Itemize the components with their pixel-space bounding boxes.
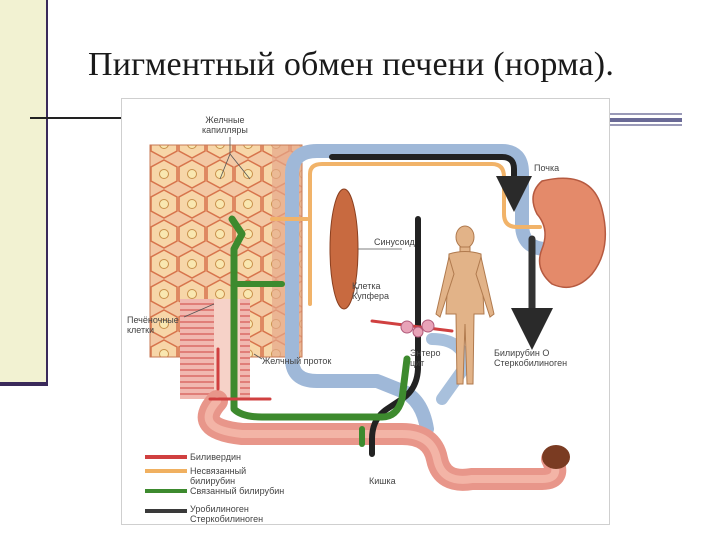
legend-swatch-urobilinogen [145, 509, 187, 513]
leader-lines [183, 137, 402, 360]
label-kidney: Почка [534, 163, 560, 173]
legend-label-biliverdin: Биливердин [190, 452, 241, 462]
legend-label-unbound: Несвязанный билирубин [190, 466, 247, 486]
unbound-bilirubin-path [270, 162, 542, 306]
legend-swatch-biliverdin [145, 455, 187, 459]
bound-bilirubin-path [228, 215, 411, 447]
label-bile-capillaries: Желчные капилляры [202, 115, 248, 135]
legend-label-urobilinogen: Уробилиноген Стеркобилиноген [190, 504, 264, 524]
legend-label-bound: Связанный билирубин [190, 486, 285, 496]
legend-swatches [145, 455, 187, 513]
slide-title: Пигментный обмен печени (норма). [88, 46, 615, 83]
label-liver-cells: Печёночные клетки [127, 315, 179, 335]
label-sinusoid: Синусоид [374, 237, 415, 247]
label-bile-duct: Желчный проток [262, 356, 332, 366]
human-figure [435, 225, 495, 385]
left-decor-band [0, 0, 46, 385]
left-decor-edge [46, 0, 48, 386]
kidney-shape [532, 177, 607, 289]
enterocyte-cluster [400, 319, 435, 338]
title-underline-right-thick [610, 118, 682, 122]
title-underline-right [610, 113, 682, 115]
label-bilirubin-o: Билирубин О Стеркобилиноген [494, 348, 568, 368]
label-kupffer-cell: Клетка Купфера [352, 281, 390, 301]
label-enterocyte: Энтеро цит [410, 348, 441, 368]
legend-swatch-unbound [145, 469, 187, 473]
urobilinogen-path [329, 154, 553, 457]
diagram-illustration [145, 137, 607, 513]
liver-pigment-diagram: Желчные капилляры Почка Синусоид Клетка … [121, 98, 610, 525]
intestine-shape [197, 390, 570, 491]
title-underline-left [30, 117, 125, 119]
left-decor-rule [0, 382, 48, 386]
label-intestine: Кишка [369, 476, 396, 486]
legend-swatch-bound [145, 489, 187, 493]
title-underline-right-thin [610, 124, 682, 126]
